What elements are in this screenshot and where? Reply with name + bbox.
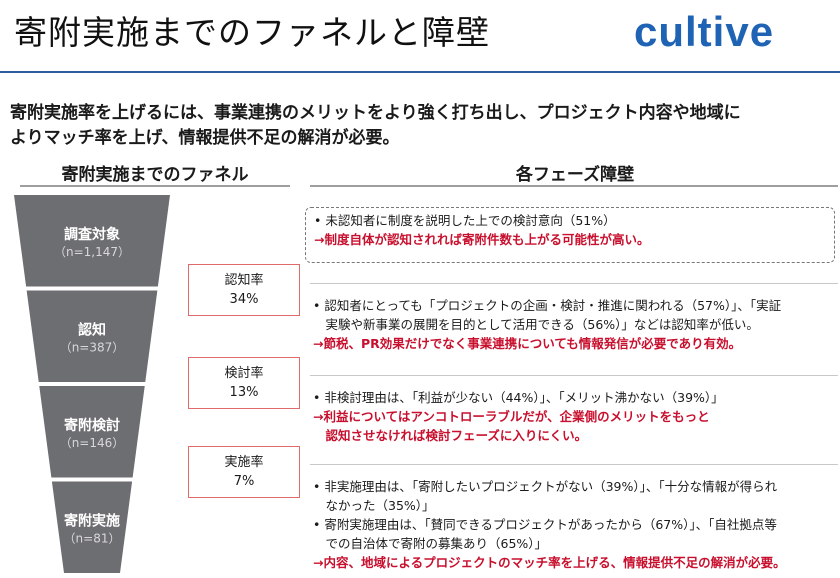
barrier-line: での自治体で寄附の募集あり（65%）」: [313, 536, 548, 551]
barrier-note-consideration: • 非検討理由は、「利益が少ない（44%）」、「メリット沸かない（39%）」 →…: [305, 388, 835, 445]
barrier-divider: [310, 283, 838, 284]
funnel-stage: [14, 195, 170, 287]
funnel-stage-label: 寄附検討: [64, 417, 120, 434]
phase-heading: 各フェーズ障壁: [515, 165, 635, 185]
funnel-stage-count: （n=1,147）: [54, 245, 130, 259]
funnel-heading-rule: [20, 185, 290, 187]
lead-line-1: 寄附実施率を上げるには、事業連携のメリットをより強く打ち出し、プロジェクト内容や…: [10, 103, 741, 123]
funnel-stage-count: （n=387）: [60, 340, 125, 354]
barrier-note-awareness: • 認知者にとっても「プロジェクトの企画・検討・推進に関われる（57%）」、「実…: [305, 296, 835, 353]
rate-label: 認知率: [224, 273, 264, 288]
funnel-stage: [26, 290, 158, 382]
funnel-stage: [51, 481, 133, 573]
barrier-divider: [310, 464, 838, 465]
phase-heading-rule: [310, 185, 838, 187]
funnel-stage-label: 調査対象: [64, 226, 120, 243]
rate-box-implementation: 実施率 7%: [188, 446, 300, 498]
barrier-conclusion: 認知させなければ検討フェーズに入りにくい。: [313, 428, 588, 443]
cultive-logo: cultive: [634, 8, 775, 55]
lead-text: 寄附実施率を上げるには、事業連携のメリットをより強く打ち出し、プロジェクト内容や…: [10, 101, 840, 151]
barrier-conclusion: →制度自体が認知されれば寄附件数も上がる可能性が高い。: [314, 232, 650, 247]
funnel-stage-label: 寄附実施: [64, 512, 120, 529]
funnel-stage-count: （n=146）: [60, 436, 125, 450]
barrier-line: • 未認知者に制度を説明した上での検討意向（51%）: [314, 213, 616, 228]
rate-value: 34%: [229, 292, 259, 307]
barrier-line: 実験や新事業の展開を目的として活用できる（56%）」などは認知率が低い。: [313, 317, 759, 332]
rate-box-consideration: 検討率 13%: [188, 357, 300, 409]
title-divider: [0, 71, 840, 73]
funnel-stage: [39, 386, 145, 478]
page-title: 寄附実施までのファネルと障壁: [14, 13, 490, 52]
barrier-divider: [310, 375, 838, 376]
rate-box-awareness: 認知率 34%: [188, 264, 300, 316]
barrier-line: • 認知者にとっても「プロジェクトの企画・検討・推進に関われる（57%）」、「実…: [313, 298, 782, 313]
barrier-conclusion: →節税、PR効果だけでなく事業連携についても情報発信が必要であり有効。: [313, 336, 742, 351]
barrier-line: • 寄附実施理由は、「賛同できるプロジェクトがあったから（67%）」、「自社拠点…: [313, 517, 777, 532]
lead-line-2: よりマッチ率を上げ、情報提供不足の解消が必要。: [10, 128, 400, 148]
funnel-heading: 寄附実施までのファネル: [61, 165, 249, 185]
rate-value: 7%: [233, 474, 255, 489]
barrier-line: • 非検討理由は、「利益が少ない（44%）」、「メリット沸かない（39%）」: [313, 390, 724, 405]
funnel-stage-count: （n=81）: [64, 531, 121, 545]
rate-label: 検討率: [224, 366, 264, 381]
barrier-conclusion: →内容、地域によるプロジェクトのマッチ率を上げる、情報提供不足の解消が必要。: [313, 555, 786, 570]
barrier-line: • 非実施理由は、「寄附したいプロジェクトがない（39%）」、「十分な情報が得ら…: [313, 479, 778, 494]
funnel-stage-label: 認知: [78, 321, 106, 338]
barrier-line: なかった（35%）」: [313, 498, 435, 513]
barrier-note-unaware: • 未認知者に制度を説明した上での検討意向（51%） →制度自体が認知されれば寄…: [305, 207, 835, 263]
barrier-conclusion: →利益についてはアンコトローラブルだが、企業側のメリットをもっと: [313, 409, 710, 424]
rate-value: 13%: [229, 385, 259, 400]
rate-label: 実施率: [224, 455, 264, 470]
funnel-chart: 調査対象 （n=1,147） 認知 （n=387） 寄附検討 （n=146） 寄附実施 （n=…: [14, 195, 170, 573]
barrier-note-implementation: • 非実施理由は、「寄附したいプロジェクトがない（39%）」、「十分な情報が得ら…: [305, 477, 835, 572]
